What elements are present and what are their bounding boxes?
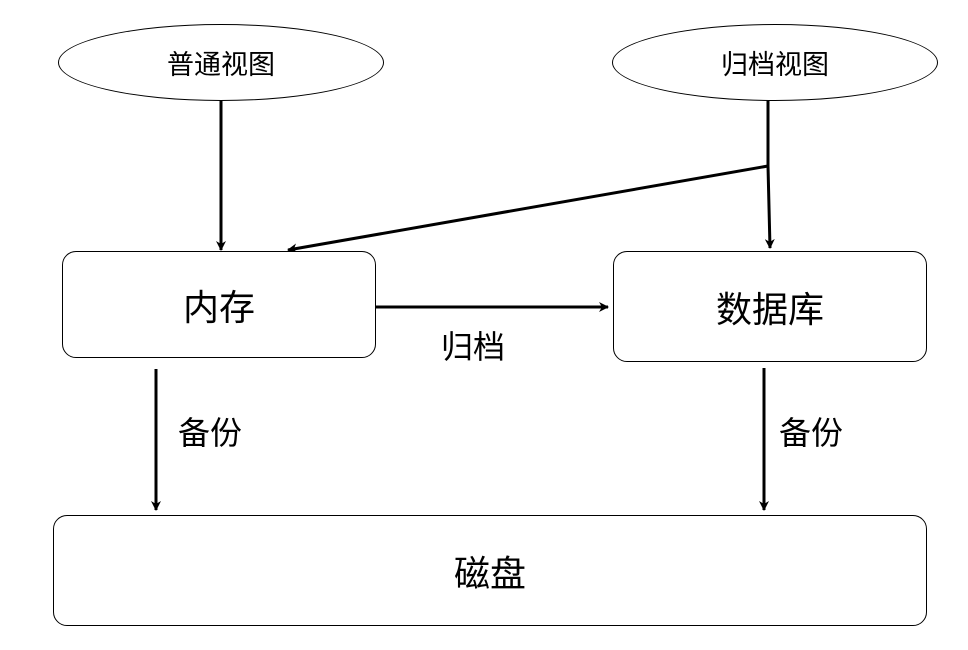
node-archive-view: 归档视图	[612, 24, 938, 101]
node-memory-label: 内存	[182, 287, 255, 329]
node-archive-view-label: 归档视图	[721, 50, 829, 81]
node-disk-label: 磁盘	[453, 553, 526, 595]
node-disk: 磁盘	[53, 515, 927, 626]
node-memory: 内存	[62, 251, 376, 358]
node-normal-view-label: 普通视图	[167, 50, 275, 81]
arrow-archive-view-to-memory	[287, 164, 769, 254]
node-database: 数据库	[613, 251, 927, 362]
node-database-label: 数据库	[715, 289, 824, 331]
edge-label-backup-right: 备份	[779, 414, 844, 452]
edge-label-backup-left: 备份	[178, 414, 243, 452]
edge-label-archive: 归档	[441, 328, 506, 366]
arrow-archive-view-to-database	[764, 101, 775, 249]
node-normal-view: 普通视图	[58, 24, 384, 101]
